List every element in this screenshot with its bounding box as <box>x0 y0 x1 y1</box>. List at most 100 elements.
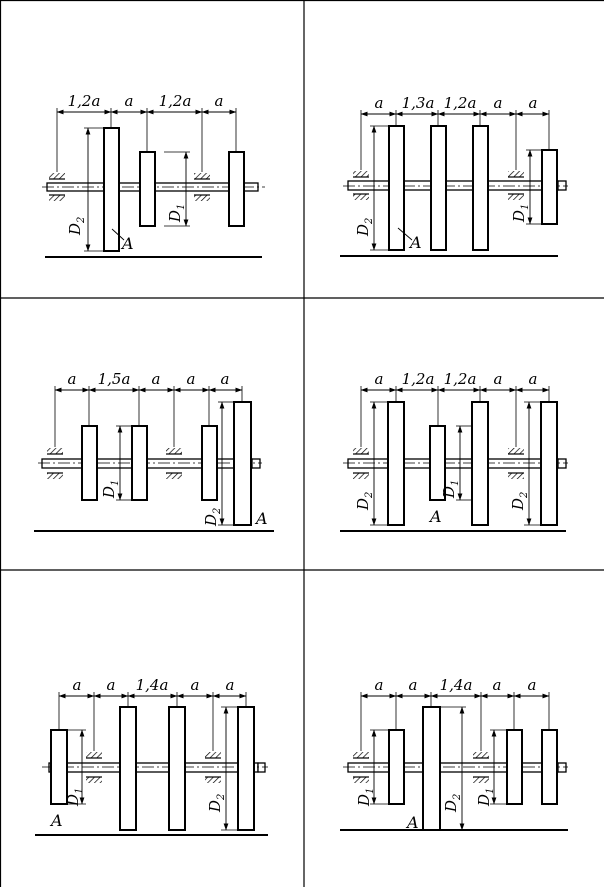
pulley-large <box>387 401 405 526</box>
span-label: a <box>375 676 384 694</box>
marker-label-a: A <box>120 234 134 253</box>
marker-leader <box>397 227 413 241</box>
pulley-small <box>506 729 523 805</box>
span-label: 1,2a <box>159 92 192 110</box>
pulley-large <box>237 706 255 831</box>
span-label: 1,4a <box>440 676 473 694</box>
shaft-end <box>557 180 567 191</box>
span-label: 1,2a <box>444 370 477 388</box>
span-label: a <box>226 676 235 694</box>
extension-lines <box>360 110 550 251</box>
span-label: 1,4a <box>136 676 169 694</box>
span-label: 1,3a <box>402 94 435 112</box>
diameter-label: D1 <box>166 204 187 223</box>
scheme-panel-3: a 1,5a a a a D1 D2 A <box>34 370 274 532</box>
diameter-label: D1 <box>440 480 461 499</box>
span-label: a <box>494 370 503 388</box>
marker-label-a: A <box>254 509 268 528</box>
pulley-small <box>131 425 148 501</box>
span-label: a <box>215 92 224 110</box>
pulley-small <box>541 729 558 805</box>
span-label: a <box>494 94 503 112</box>
pulley-small <box>50 729 68 805</box>
marker-label-a: A <box>408 233 422 252</box>
span-label: 1,2a <box>444 94 477 112</box>
marker-label-a: A <box>49 811 63 830</box>
pulley-large <box>233 401 252 526</box>
diameter-label: D1 <box>64 788 85 807</box>
scheme-panel-5: a a 1,4a a a D1 D2 A <box>35 676 268 836</box>
pulley-large <box>103 127 120 252</box>
pulley-large <box>471 401 489 526</box>
diameter-label: D1 <box>355 788 376 807</box>
span-label: a <box>493 676 502 694</box>
span-label: a <box>529 94 538 112</box>
diameter-label: D2 <box>354 218 375 237</box>
pulley-large <box>168 706 186 831</box>
diameter-label: D1 <box>100 480 121 499</box>
span-label: a <box>73 676 82 694</box>
bearing <box>205 752 221 783</box>
span-label: a <box>409 676 418 694</box>
marker-leader <box>111 228 125 241</box>
shaft <box>48 762 259 773</box>
span-label: a <box>529 370 538 388</box>
pulley-large <box>388 125 405 251</box>
shaft <box>347 458 559 469</box>
diameter-label: D2 <box>354 492 375 511</box>
extension-lines <box>54 386 243 526</box>
bearing <box>508 171 524 200</box>
pulley-small <box>228 151 245 227</box>
diameter-label: D2 <box>206 794 227 813</box>
shaft <box>347 180 559 191</box>
pulley-large <box>430 125 447 251</box>
span-label: 1,2a <box>402 370 435 388</box>
bearing <box>353 171 369 200</box>
diameter-label: D1 <box>475 788 496 807</box>
bearing <box>49 173 65 201</box>
pulley-small <box>429 425 446 501</box>
shaft-end <box>257 762 266 773</box>
span-label: a <box>375 94 384 112</box>
span-label: a <box>191 676 200 694</box>
pulley-large <box>119 706 137 831</box>
shaft-end <box>251 458 261 469</box>
scheme-panel-1: 1,2a a 1,2a a D2 D1 A <box>42 92 265 258</box>
marker-label-a: A <box>405 813 419 832</box>
span-label: a <box>187 370 196 388</box>
bearing <box>166 448 182 479</box>
bearing <box>353 448 369 479</box>
bearing <box>194 173 210 201</box>
diameter-label: D2 <box>202 508 223 527</box>
diameter-label: D2 <box>509 492 530 511</box>
pulley-small <box>139 151 156 227</box>
marker-label-a: A <box>428 507 442 526</box>
bearing <box>473 752 489 783</box>
pulley-large <box>472 125 489 251</box>
bearing <box>508 448 524 479</box>
diameter-label: D1 <box>510 204 531 223</box>
scheme-panel-6: a a 1,4a a a D1 D2 D1 A <box>340 676 568 832</box>
span-label: a <box>125 92 134 110</box>
span-label: 1,2a <box>68 92 101 110</box>
diameter-label: D2 <box>66 217 87 236</box>
bearing <box>353 752 369 783</box>
bearing <box>86 752 102 783</box>
span-label: 1,5a <box>98 370 131 388</box>
scheme-panel-2: a 1,3a 1,2a a a D2 D1 A <box>340 94 568 257</box>
pulley-small <box>388 729 405 805</box>
pulley-small <box>541 149 558 225</box>
span-label: a <box>152 370 161 388</box>
bearing <box>47 448 63 479</box>
shaft <box>347 762 559 773</box>
scheme-panel-4: a 1,2a 1,2a a a D2 D1 D2 A <box>340 370 568 532</box>
diameter-label: D2 <box>442 794 463 813</box>
pulley-small <box>81 425 98 501</box>
pulley-small <box>201 425 218 501</box>
pulley-large <box>422 706 441 831</box>
span-label: a <box>528 676 537 694</box>
span-label: a <box>68 370 77 388</box>
span-label: a <box>221 370 230 388</box>
